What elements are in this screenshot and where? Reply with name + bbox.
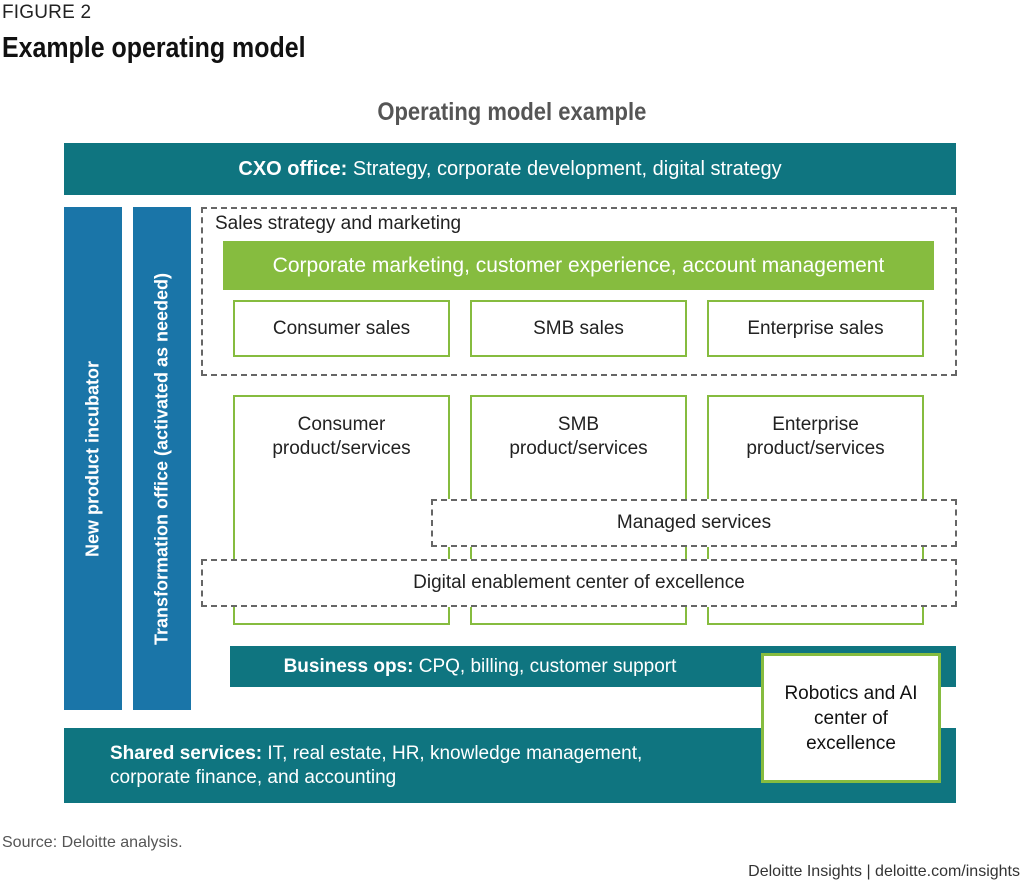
- smb-sales-box: SMB sales: [470, 300, 687, 357]
- new-product-incubator-bar: New product incubator: [64, 207, 122, 710]
- shared-services-label: Shared services:: [110, 742, 263, 764]
- consumer-product-line2: product/services: [272, 438, 411, 459]
- robotics-line2: center of: [814, 707, 888, 729]
- managed-services-box: Managed services: [431, 499, 957, 547]
- shared-services-line1: Shared services: IT, real estate, HR, kn…: [110, 742, 956, 766]
- new-product-incubator-label: New product incubator: [82, 360, 103, 557]
- consumer-product-line1: Consumer: [297, 414, 386, 435]
- business-ops-text: Business ops: CPQ, billing, customer sup…: [284, 656, 677, 678]
- cxo-office-detail: Strategy, corporate development, digital…: [347, 157, 782, 180]
- sales-strategy-group: [201, 207, 957, 376]
- smb-product-line1: SMB: [557, 414, 600, 435]
- sales-strategy-label: Sales strategy and marketing: [215, 213, 462, 234]
- shared-services-detail1: IT, real estate, HR, knowledge managemen…: [262, 742, 643, 764]
- robotics-ai-text: Robotics and AI center of excellence: [784, 681, 917, 756]
- robotics-ai-box: Robotics and AI center of excellence: [761, 653, 941, 783]
- robotics-line1: Robotics and AI: [784, 682, 918, 704]
- business-ops-label: Business ops:: [283, 655, 414, 677]
- shared-services-line2: corporate finance, and accounting: [110, 766, 397, 788]
- diagram-title-text: Operating model example: [377, 98, 647, 126]
- business-ops-detail: CPQ, billing, customer support: [413, 655, 677, 677]
- source-note: Source: Deloitte analysis.: [2, 834, 183, 851]
- consumer-sales-box: Consumer sales: [233, 300, 450, 357]
- cxo-office-text: CXO office: Strategy, corporate developm…: [238, 158, 781, 181]
- digital-enablement-box: Digital enablement center of excellence: [201, 559, 957, 607]
- corporate-marketing-bar: Corporate marketing, customer experience…: [223, 241, 934, 290]
- transformation-office-label: Transformation office (activated as need…: [151, 272, 172, 645]
- credit-line: Deloitte Insights | deloitte.com/insight…: [748, 863, 1020, 880]
- enterprise-product-line2: product/services: [746, 438, 885, 459]
- diagram-title: Operating model example: [0, 98, 1024, 127]
- cxo-office-bar: CXO office: Strategy, corporate developm…: [64, 143, 956, 195]
- transformation-office-bar: Transformation office (activated as need…: [133, 207, 191, 710]
- figure-title: Example operating model: [2, 32, 306, 64]
- cxo-office-label: CXO office:: [238, 157, 348, 180]
- smb-product-line2: product/services: [509, 438, 648, 459]
- robotics-line3: excellence: [806, 732, 896, 754]
- enterprise-sales-box: Enterprise sales: [707, 300, 924, 357]
- figure-label: FIGURE 2: [2, 2, 92, 23]
- enterprise-product-line1: Enterprise: [772, 414, 859, 435]
